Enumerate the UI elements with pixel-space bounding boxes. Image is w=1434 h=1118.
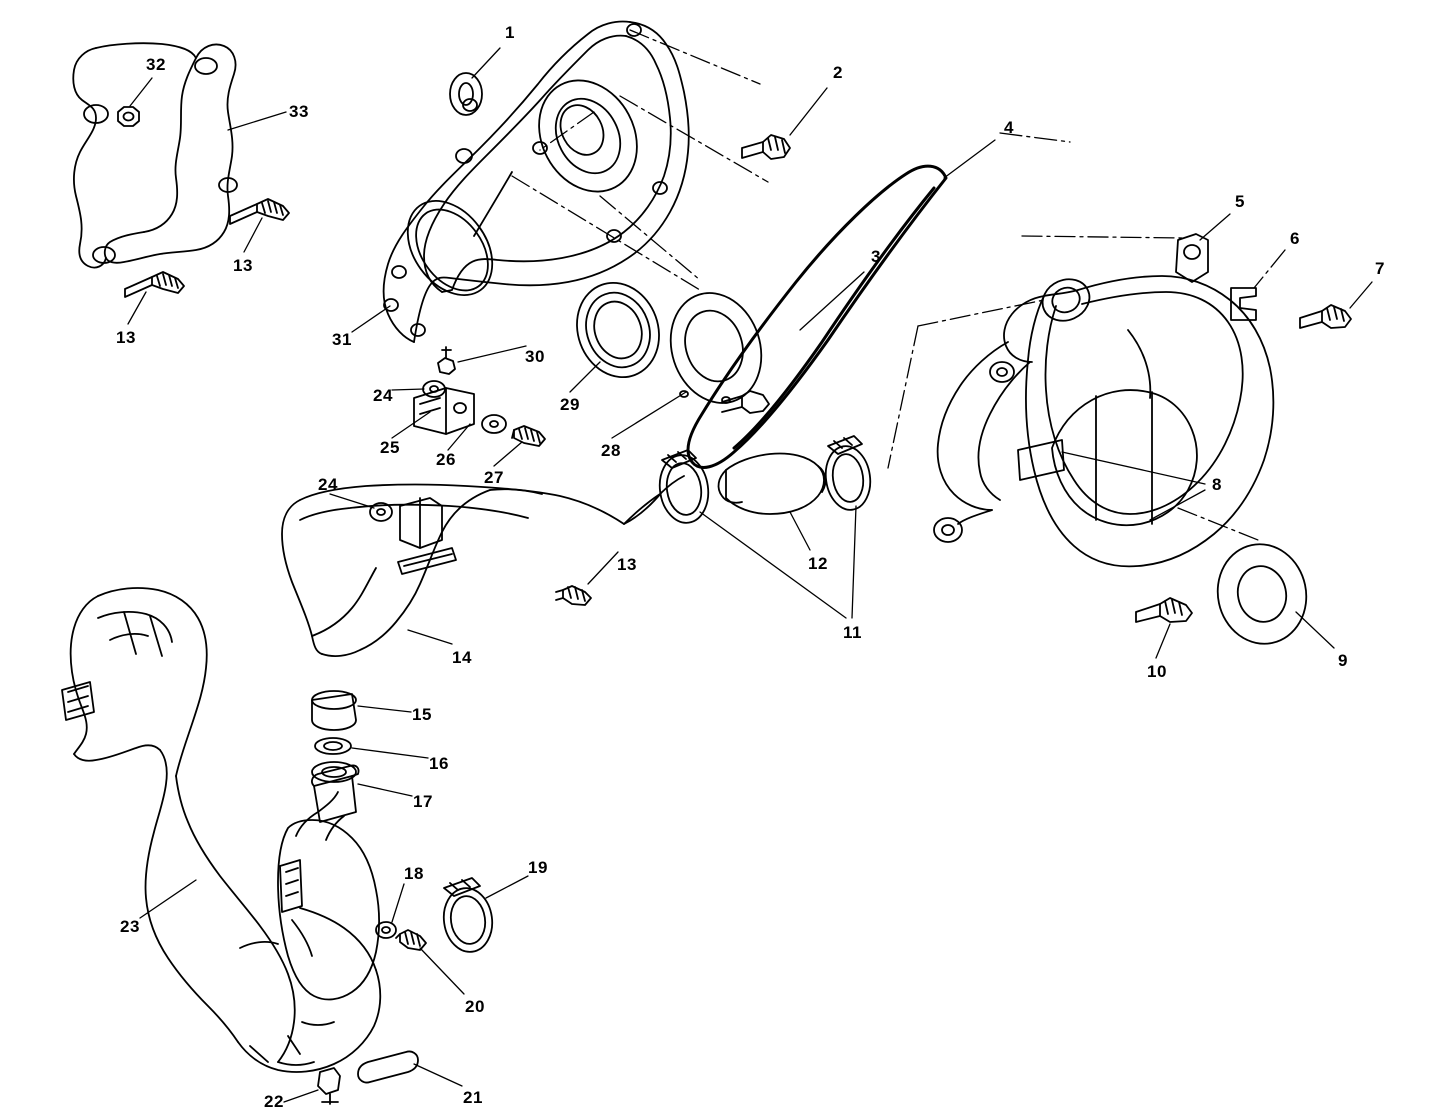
callout-6: 6 (1290, 229, 1300, 248)
part-bolt-10 (1135, 597, 1193, 623)
callout-10: 10 (1147, 662, 1167, 681)
part-air-intake-duct-14 (281, 475, 685, 657)
callout-3: 3 (871, 247, 881, 266)
part-clamp-11b (824, 435, 872, 511)
callout-5: 5 (1235, 192, 1245, 211)
callout-2: 2 (833, 63, 843, 82)
callout-8: 8 (1212, 475, 1222, 494)
callout-13b: 13 (116, 328, 136, 347)
callout-7: 7 (1375, 259, 1385, 278)
callout-11: 11 (843, 623, 862, 642)
part-nut-32 (117, 106, 140, 127)
part-screw-13b (124, 271, 185, 298)
callout-24a: 24 (373, 386, 393, 405)
part-washer-26 (481, 414, 507, 434)
part-bracket-25 (413, 387, 475, 435)
part-mounting-bracket (72, 42, 238, 269)
callout-29: 29 (560, 395, 580, 414)
callout-28: 28 (601, 441, 621, 460)
callout-32: 32 (146, 55, 166, 74)
callout-1: 1 (505, 23, 515, 42)
callout-22: 22 (264, 1092, 284, 1111)
part-nut-30 (437, 346, 456, 375)
callout-19: 19 (528, 858, 548, 877)
part-oil-tank-shroud-23 (61, 587, 382, 1073)
part-grommet-9 (1216, 543, 1308, 645)
callout-16: 16 (429, 754, 449, 773)
part-screw-27 (511, 425, 546, 447)
part-clamp-11a (658, 449, 710, 524)
part-drive-belt-4 (686, 164, 948, 469)
part-rubber-duct-12 (717, 452, 827, 515)
part-inner-plate-28 (669, 292, 770, 414)
callout-4: 4 (1004, 118, 1014, 137)
part-outer-clutch-cover (933, 233, 1275, 568)
part-seal-29 (576, 281, 660, 379)
callout-13c: 13 (617, 555, 637, 574)
part-screw-13a (229, 198, 290, 225)
callout-24b: 24 (318, 475, 338, 494)
part-bolt-2 (741, 134, 791, 160)
part-screw-13c (555, 585, 592, 606)
callout-15: 15 (412, 705, 432, 724)
callout-14: 14 (452, 648, 472, 667)
part-inner-clutch-cover (382, 20, 690, 343)
callout-9: 9 (1338, 651, 1348, 670)
leader-lines (127, 29, 1373, 1103)
part-washer-1 (449, 72, 483, 116)
callout-25: 25 (380, 438, 400, 457)
callout-17: 17 (413, 792, 433, 811)
callout-18: 18 (404, 864, 424, 883)
callout-13a: 13 (233, 256, 253, 275)
callout-12: 12 (808, 554, 828, 573)
callout-31: 31 (332, 330, 352, 349)
callout-30: 30 (525, 347, 545, 366)
callout-27: 27 (484, 468, 504, 487)
callout-26: 26 (436, 450, 456, 469)
part-screw-7 (1299, 304, 1352, 329)
callout-21: 21 (463, 1088, 483, 1107)
part-oil-tank (277, 690, 494, 1105)
callout-33: 33 (289, 102, 309, 121)
callout-23: 23 (120, 917, 140, 936)
callout-20: 20 (465, 997, 485, 1016)
